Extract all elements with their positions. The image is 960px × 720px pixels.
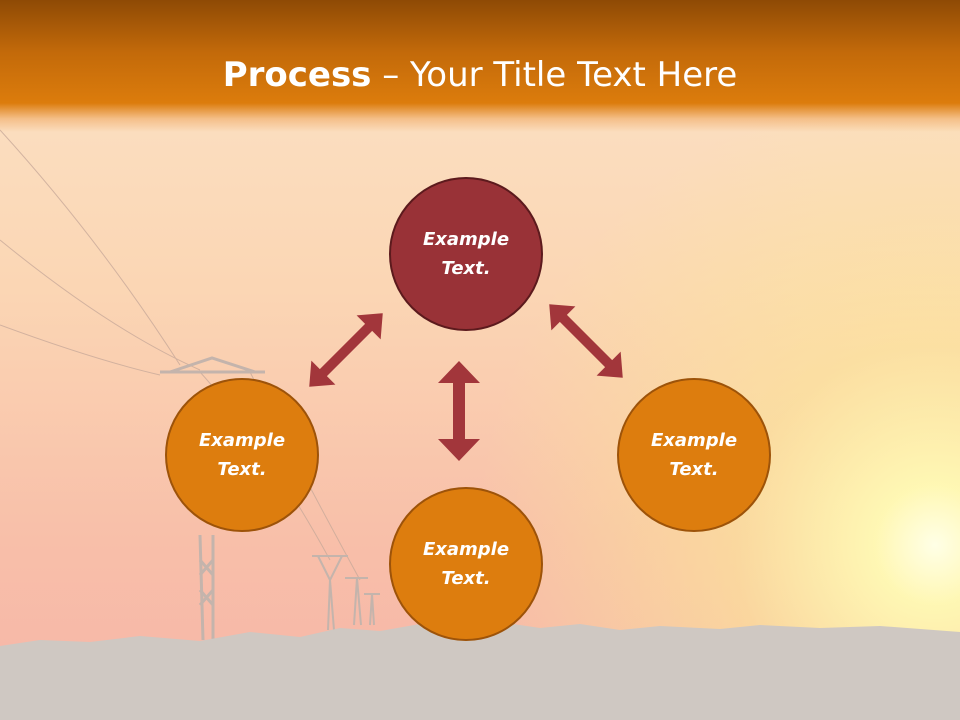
process-step-right: Example Text. xyxy=(617,378,771,532)
title-bar xyxy=(0,0,960,132)
pylon-left xyxy=(160,356,265,641)
double-arrow-icon xyxy=(309,313,383,387)
ground-silhouette xyxy=(0,622,960,720)
step-text-line1: Example xyxy=(422,229,510,250)
process-step-left: Example Text. xyxy=(165,378,319,532)
step-text-line2: Text. xyxy=(669,459,719,480)
step-text-line2: Text. xyxy=(441,568,491,589)
step-text-line2: Text. xyxy=(441,258,491,279)
pylon-middle xyxy=(312,555,380,631)
double-arrow-icon xyxy=(549,304,623,378)
title-bold: Process xyxy=(222,55,372,95)
double-arrow-icon xyxy=(438,361,480,461)
process-step-bottom: Example Text. xyxy=(389,487,543,641)
slide-title: Process – Your Title Text Here xyxy=(0,52,960,98)
process-step-top: Example Text. xyxy=(389,177,543,331)
title-rest: – Your Title Text Here xyxy=(371,55,738,95)
step-text-line1: Example xyxy=(422,539,510,560)
step-text-line1: Example xyxy=(650,430,738,451)
step-text-line2: Text. xyxy=(217,459,267,480)
step-text-line1: Example xyxy=(198,430,286,451)
